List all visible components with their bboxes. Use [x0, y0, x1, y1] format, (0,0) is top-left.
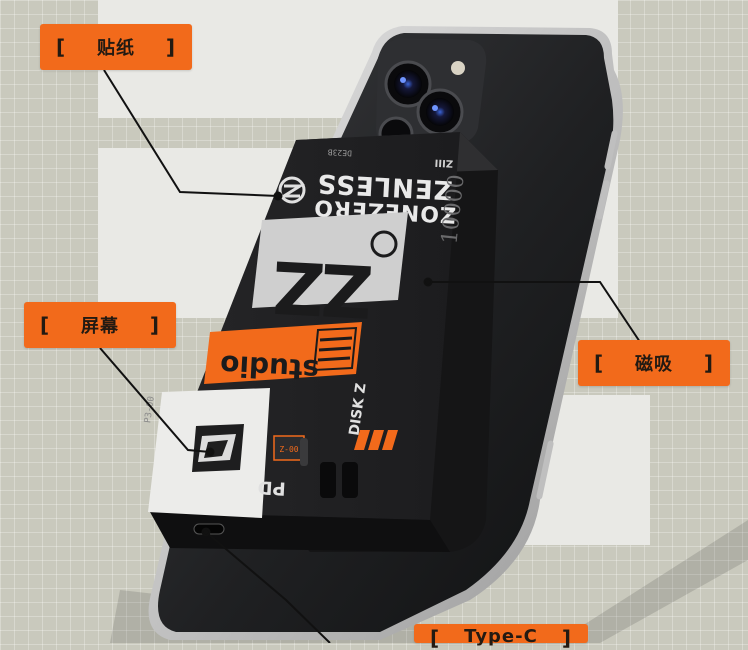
callout-label: 磁吸 — [635, 354, 673, 375]
logo-icon — [278, 176, 306, 204]
model-label: DISK Z — [346, 382, 369, 437]
zz-sticker: ZZ — [252, 212, 408, 333]
callout-magnetic: [ 磁吸 ] — [578, 340, 730, 386]
side-vents — [300, 438, 358, 498]
sticker-round-icon — [370, 230, 398, 258]
callout-label: 屏幕 — [81, 316, 119, 337]
top-code: DE23B — [327, 147, 352, 157]
model-stripes — [354, 430, 398, 450]
bracket-open: [ — [56, 35, 67, 59]
callout-screen: [ 屏幕 ] — [24, 302, 176, 348]
bracket-close: ] — [149, 313, 160, 337]
studio-sticker: studio — [204, 322, 362, 387]
power-bank: ZENLESS ZONEZERO DE23B 10000 ZZ studio Z… — [143, 132, 498, 552]
camera-flash — [451, 61, 465, 75]
leader-lines — [99, 69, 641, 643]
callout-label: 贴纸 — [97, 38, 135, 59]
studio-label: studio — [219, 348, 319, 386]
brand-line-1: ZENLESS — [316, 167, 453, 204]
callout-label: Type-C — [464, 626, 538, 647]
logo-letters: ZZ — [274, 244, 375, 333]
phone-side-button-3 — [536, 440, 554, 500]
bracket-open: [ — [40, 313, 51, 337]
leader-line-typec — [205, 531, 331, 643]
phone-side-button-1 — [604, 130, 618, 170]
leader-line-screen — [99, 347, 211, 453]
capacity-badge: Z-00 — [273, 435, 305, 461]
pd-label: PD — [257, 476, 286, 498]
callout-sticker: [ 贴纸 ] — [40, 24, 192, 70]
chip-label: ZIII — [434, 157, 453, 169]
camera-module — [376, 38, 487, 152]
leader-line-sticker — [103, 69, 279, 197]
bracket-close: ] — [561, 626, 572, 650]
bracket-close: ] — [165, 35, 176, 59]
bracket-open: [ — [430, 626, 441, 650]
leader-line-magnetic — [428, 281, 641, 343]
bracket-open: [ — [594, 351, 605, 375]
phone-side-button-2 — [596, 180, 610, 220]
small-badge: Z-00 — [279, 445, 298, 454]
bracket-close: ] — [703, 351, 714, 375]
power-bank-bottom — [150, 512, 450, 552]
callout-type-c: [ Type-C ] — [414, 624, 588, 650]
